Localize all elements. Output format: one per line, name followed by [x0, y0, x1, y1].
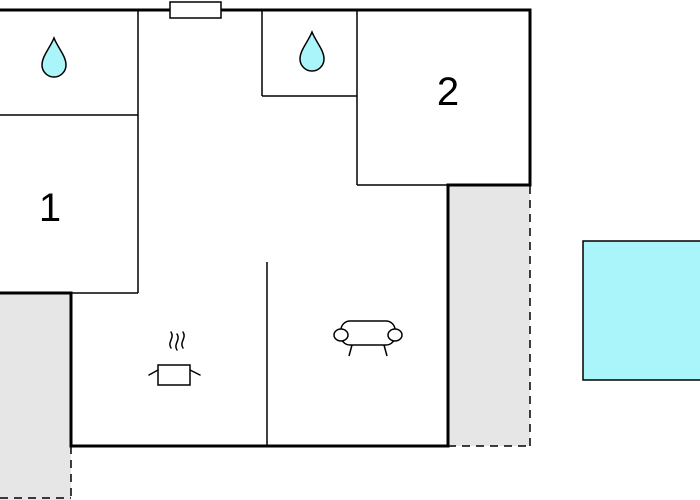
window	[169, 1, 222, 19]
water-drop-icon	[299, 29, 325, 72]
pool	[582, 240, 700, 381]
water-drop-icon	[41, 35, 67, 78]
dashed-boundary	[0, 186, 531, 500]
terrace-left	[0, 293, 71, 500]
cooking-pot-icon	[148, 331, 201, 386]
room-label-1: 1	[39, 186, 61, 230]
room-label-2: 2	[437, 70, 459, 114]
exterior-walls	[0, 8, 532, 448]
terrace-right	[448, 184, 530, 446]
sofa-icon	[333, 320, 403, 357]
interior-walls	[0, 10, 448, 446]
